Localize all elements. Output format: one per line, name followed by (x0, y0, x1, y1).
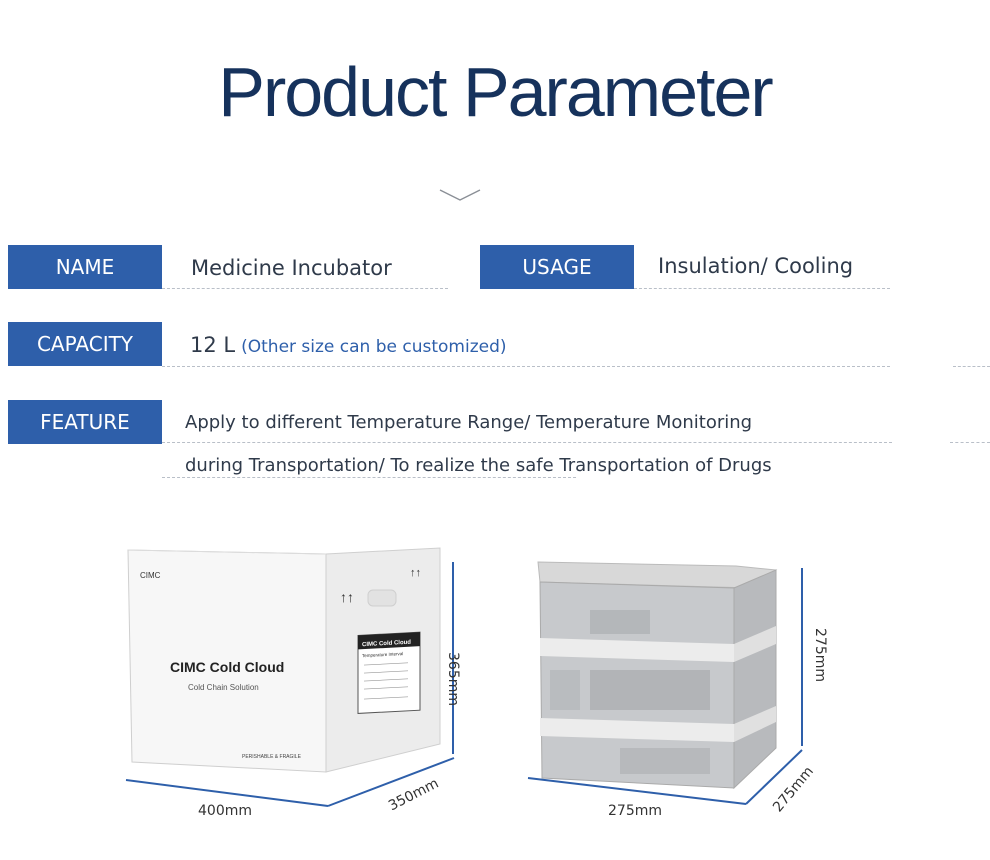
capacity-label: CAPACITY (8, 322, 162, 366)
foil-box-image (527, 561, 803, 805)
divider (953, 366, 990, 367)
feature-line-1: Apply to different Temperature Range/ Te… (185, 412, 753, 433)
brand-sub: Cold Chain Solution (188, 683, 259, 692)
svg-text:↑↑: ↑↑ (340, 589, 354, 605)
capacity-row: 12 L(Other size can be customized) (190, 333, 507, 357)
right-width-dim: 275mm (608, 803, 662, 819)
left-height-dim: 365mm (445, 652, 461, 706)
brand-small: CIMC (140, 571, 161, 580)
brand-name: CIMC Cold Cloud (170, 659, 284, 675)
name-value: Medicine Incubator (191, 256, 392, 280)
divider (162, 477, 576, 478)
capacity-note: (Other size can be customized) (241, 337, 507, 357)
label-line: Temperature Interval (362, 651, 403, 658)
usage-label: USAGE (480, 245, 634, 289)
right-height-dim: 275mm (812, 628, 828, 682)
bottom-text: PERISHABLE & FRAGILE (242, 754, 302, 760)
name-label: NAME (8, 245, 162, 289)
chevron-down-icon (439, 189, 481, 201)
feature-line-2: during Transportation/ To realize the sa… (185, 455, 772, 476)
label-title: CIMC Cold Cloud (362, 640, 411, 649)
divider (162, 288, 448, 289)
divider (162, 442, 892, 443)
usage-value: Insulation/ Cooling (658, 254, 854, 278)
divider (634, 288, 890, 289)
capacity-value: 12 L (190, 333, 236, 357)
page-title: Product Parameter (218, 53, 773, 131)
feature-label: FEATURE (8, 400, 162, 444)
divider (950, 442, 990, 443)
left-width-dim: 400mm (198, 803, 252, 819)
white-box-image: ↑↑ ↑↑ CIMC CIMC Cold Cloud Cold Chain So… (125, 547, 455, 807)
divider (162, 366, 890, 367)
svg-text:↑↑: ↑↑ (410, 567, 421, 579)
